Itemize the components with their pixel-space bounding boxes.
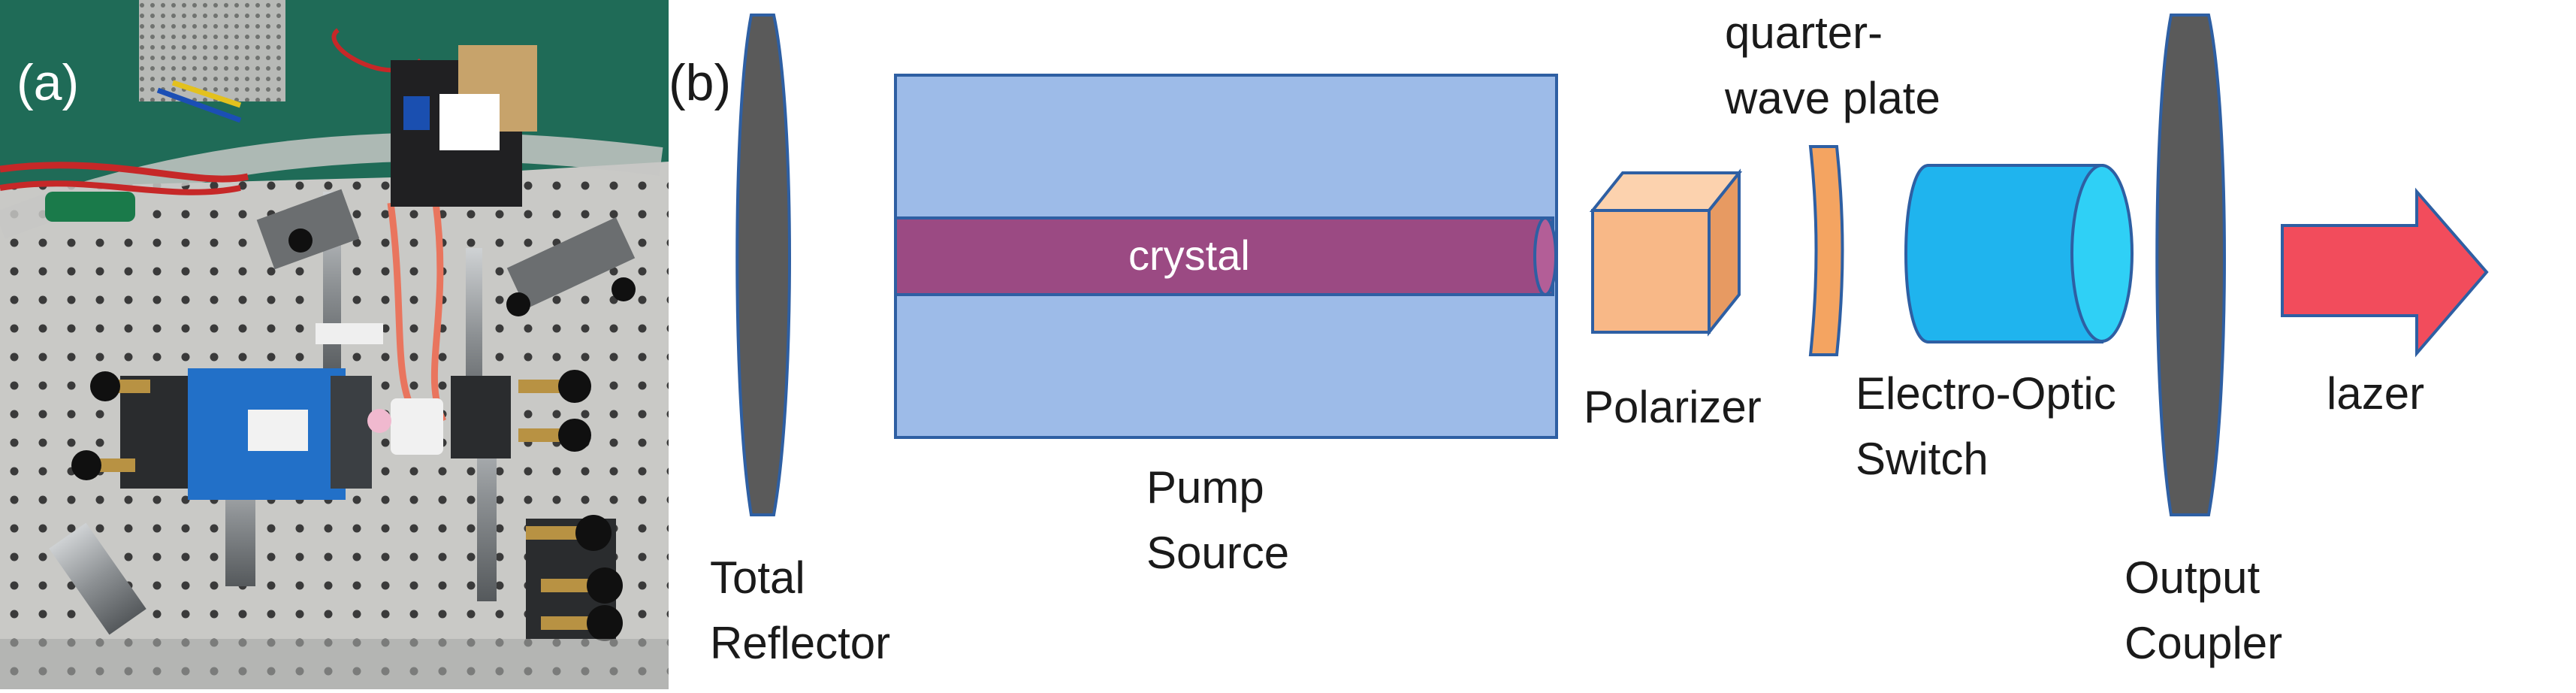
pump-source-label: Pump Source	[1146, 462, 1290, 578]
driver-label	[439, 94, 500, 150]
crystal-holder	[391, 398, 443, 455]
cavity-schematic-drawing	[735, 14, 2489, 516]
pump-mount	[331, 376, 372, 489]
total-reflector-label: Total Reflector	[710, 552, 891, 668]
red-cable	[0, 162, 249, 183]
green-connector	[45, 192, 135, 222]
electro-optic-switch-label: Electro-Optic Switch	[1856, 368, 2116, 484]
quarter-wave-plate-label: quarter- wave plate	[1725, 8, 1940, 123]
brass-knobs	[98, 380, 593, 630]
output-coupler-mirror	[2155, 14, 2226, 516]
ruler	[0, 639, 669, 689]
panel-b-letter: (b)	[669, 54, 732, 111]
lazer-label: lazer	[2327, 368, 2425, 419]
clamp-2	[506, 217, 636, 309]
quarter-wave-plate	[1808, 145, 1844, 356]
electro-optic-switch	[1904, 164, 2134, 343]
white-bracket	[316, 323, 383, 344]
panel-a-letter: (a)	[17, 54, 80, 111]
polarizer-cube	[1589, 168, 1743, 337]
pink-fiber	[367, 409, 391, 433]
blue-wire	[156, 87, 242, 123]
cavity-schematic: (b) Total Reflector crystal Pump Source …	[669, 0, 2576, 689]
mirror-mount	[451, 376, 511, 458]
pump-label	[248, 410, 308, 451]
setup-photo: (a)	[0, 0, 669, 689]
crystal-rod	[894, 216, 1557, 296]
setup-photo-drawing	[0, 0, 669, 689]
post-4	[49, 522, 146, 635]
total-reflector-mirror	[735, 14, 791, 516]
power-supply	[139, 0, 285, 101]
yellow-wire	[171, 80, 242, 108]
black-knobs	[71, 228, 636, 641]
polarizer-label: Polarizer	[1584, 382, 1762, 432]
laser-output-arrow	[2281, 187, 2489, 358]
crystal-label: crystal	[1128, 232, 1250, 279]
blue-switch	[403, 96, 430, 130]
clamp	[256, 189, 360, 270]
red-cable-2	[0, 180, 241, 195]
output-coupler-label: Output Coupler	[2125, 552, 2283, 668]
